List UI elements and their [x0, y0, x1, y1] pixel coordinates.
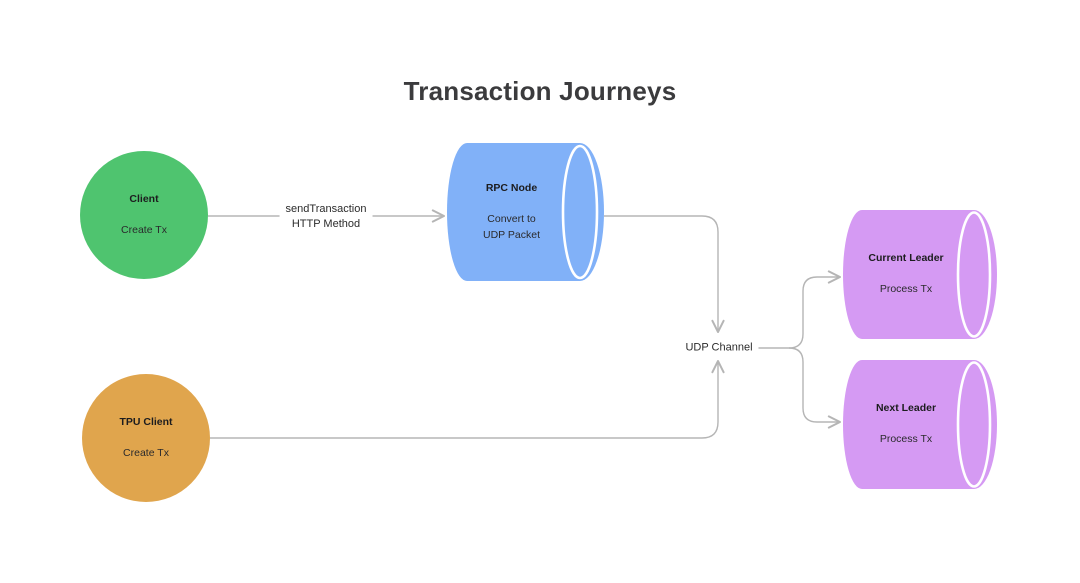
client-circle-shape	[80, 151, 208, 279]
tpu-client-circle-shape	[82, 374, 210, 502]
edge-label-send-transaction-line1: sendTransaction	[285, 203, 367, 215]
current-leader-cylinder-shape	[843, 210, 997, 339]
edge-udp-to-current-leader	[757, 270, 841, 349]
node-next-leader: Next Leader Process Tx	[843, 360, 997, 489]
node-client-sublabel: Create Tx	[121, 223, 167, 236]
rpc-cylinder-shape	[447, 143, 604, 281]
edge-label-udp-channel: UDP Channel	[679, 339, 759, 357]
next-leader-cylinder-shape	[843, 360, 997, 489]
node-current-leader-sublabel: Process Tx	[879, 283, 933, 295]
edge-label-send-transaction: sendTransaction HTTP Method	[279, 201, 373, 233]
node-next-leader-sublabel: Process Tx	[879, 433, 933, 445]
node-rpc-sublabel-line2: UDP Packet	[483, 228, 540, 241]
edge-label-send-transaction-line2: HTTP Method	[291, 218, 361, 230]
node-client-label: Client	[129, 192, 159, 205]
node-rpc-sublabel-line1: Convert to	[487, 212, 536, 225]
node-tpu-client-label: TPU Client	[119, 415, 173, 428]
node-current-leader-label: Current Leader	[868, 252, 944, 264]
node-current-leader: Current Leader Process Tx	[843, 210, 997, 339]
edge-udp-to-next-leader	[788, 347, 841, 429]
node-rpc-label: RPC Node	[485, 181, 538, 194]
edge-rpc-to-udp-channel	[604, 215, 725, 333]
node-client: Client Create Tx	[80, 151, 208, 279]
node-next-leader-label: Next Leader	[875, 402, 937, 414]
node-rpc-node: RPC Node Convert to UDP Packet	[447, 143, 604, 281]
node-tpu-client: TPU Client Create Tx	[82, 374, 210, 502]
page-title: Transaction Journeys	[403, 76, 677, 106]
edge-tpu-to-udp-channel	[210, 360, 725, 439]
node-tpu-client-sublabel: Create Tx	[123, 446, 169, 459]
